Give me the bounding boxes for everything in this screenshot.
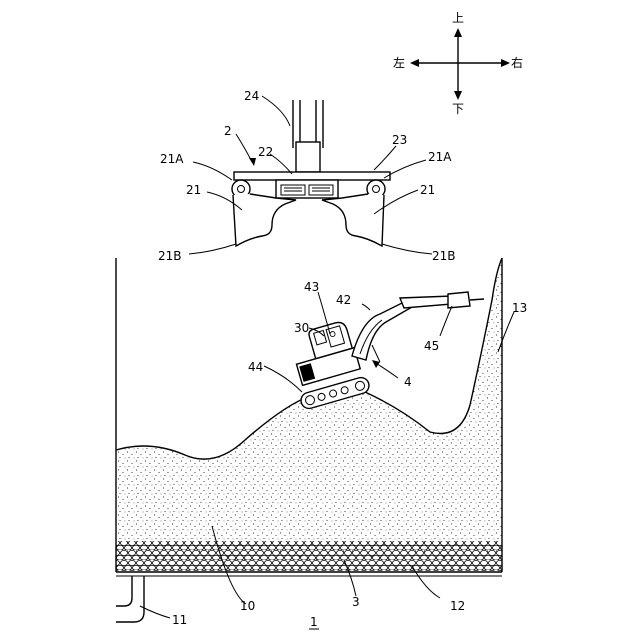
- label-22: 22: [258, 145, 273, 159]
- label-21a-left: 21A: [160, 152, 184, 166]
- direction-left-label: 左: [393, 55, 405, 70]
- label-1: 1: [310, 615, 318, 629]
- direction-right-label: 右: [511, 55, 523, 70]
- label-44: 44: [248, 360, 263, 374]
- arrow-up-icon: [454, 28, 462, 37]
- direction-indicator: 上 下 左 右: [393, 11, 523, 116]
- jaw-left: [233, 194, 296, 246]
- label-21-right: 21: [420, 183, 435, 197]
- label-4: 4: [404, 375, 412, 389]
- label-13: 13: [512, 301, 527, 315]
- direction-down-label: 下: [452, 102, 464, 116]
- label-12: 12: [450, 599, 465, 613]
- label-43: 43: [304, 280, 319, 294]
- discharge-pipe-outer: [116, 576, 144, 622]
- pebble-layer: [116, 541, 502, 571]
- excavator: [288, 292, 484, 410]
- bucket: [116, 258, 502, 622]
- label-2: 2: [224, 124, 232, 138]
- label-11: 11: [172, 613, 187, 627]
- lifting-device: [232, 100, 390, 246]
- arm: [400, 296, 452, 308]
- arrow-left-icon: [410, 59, 419, 67]
- label-45: 45: [424, 339, 439, 353]
- label-21b-left: 21B: [158, 249, 182, 263]
- label-24: 24: [244, 89, 259, 103]
- label-10: 10: [240, 599, 255, 613]
- discharge-pipe: [116, 576, 132, 606]
- label-42: 42: [336, 293, 351, 307]
- breaker: [448, 292, 470, 308]
- label-21a-right: 21A: [428, 150, 452, 164]
- label-30: 30: [294, 321, 309, 335]
- label-21-left: 21: [186, 183, 201, 197]
- label-23: 23: [392, 133, 407, 147]
- jaw-right: [322, 194, 384, 246]
- direction-up-label: 上: [452, 11, 464, 25]
- arrow-down-icon: [454, 91, 462, 100]
- label-3: 3: [352, 595, 360, 609]
- label-21b-right: 21B: [432, 249, 456, 263]
- arrow-right-icon: [501, 59, 510, 67]
